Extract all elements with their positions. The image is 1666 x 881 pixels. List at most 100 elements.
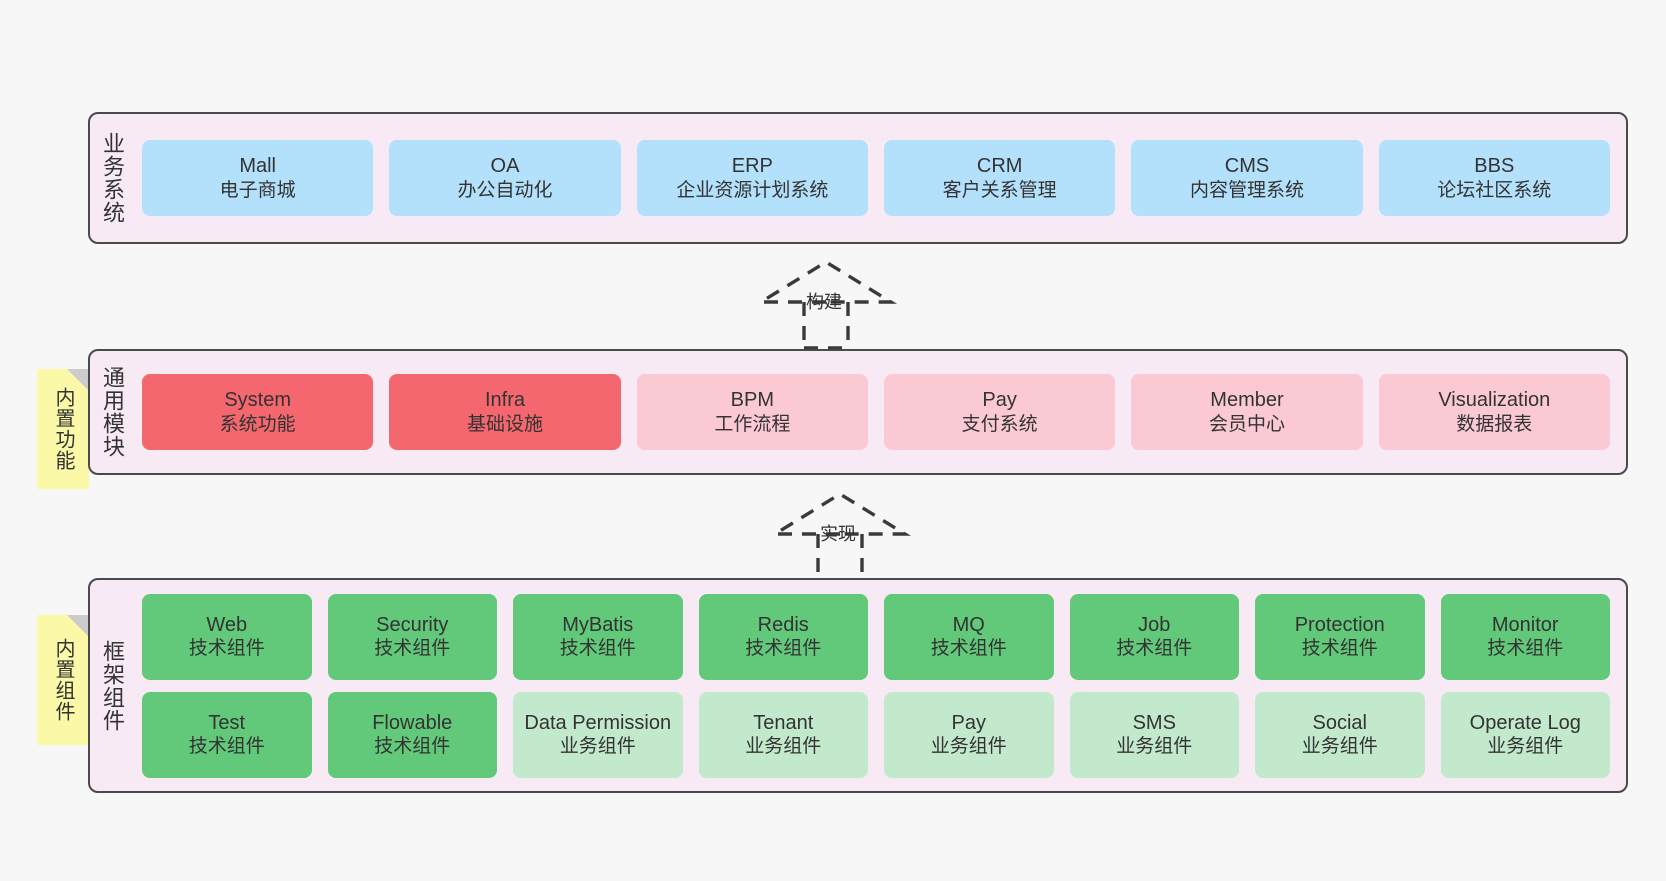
sticky-note-label: 内置功能 bbox=[52, 387, 74, 471]
layer-title-common-modules: 通用模块 bbox=[99, 366, 125, 458]
node-title: Operate Log bbox=[1469, 711, 1581, 734]
node-web[interactable]: Web 技术组件 bbox=[142, 593, 312, 680]
node-title: CMS bbox=[1224, 155, 1270, 178]
node-title: Infra bbox=[484, 389, 525, 412]
node-title: Member bbox=[1210, 389, 1284, 412]
node-title: Test bbox=[208, 711, 246, 734]
node-title: MyBatis bbox=[562, 613, 634, 636]
node-cms[interactable]: CMS 内容管理系统 bbox=[1131, 140, 1363, 216]
node-subtitle: 办公自动化 bbox=[457, 179, 553, 201]
node-title: SMS bbox=[1132, 711, 1176, 734]
node-subtitle: 业务组件 bbox=[559, 736, 636, 758]
node-operate-log[interactable]: Operate Log 业务组件 bbox=[1440, 691, 1610, 778]
node-title: OA bbox=[490, 155, 520, 178]
layer-business-systems: 业务系统 Mall 电子商城 OA 办公自动化 ERP 企业资源计划系统 CRM… bbox=[88, 112, 1628, 244]
node-visualization[interactable]: Visualization 数据报表 bbox=[1378, 374, 1610, 450]
node-title: Data Permission bbox=[524, 711, 672, 734]
node-title: Security bbox=[376, 613, 449, 636]
node-subtitle: 论坛社区系统 bbox=[1437, 179, 1552, 201]
connector-build: 构建 bbox=[754, 258, 936, 350]
node-subtitle: 内容管理系统 bbox=[1189, 179, 1304, 201]
node-title: Flowable bbox=[372, 711, 453, 734]
node-sms[interactable]: SMS 业务组件 bbox=[1069, 691, 1239, 778]
node-member[interactable]: Member 会员中心 bbox=[1131, 374, 1363, 450]
node-subtitle: 基础设施 bbox=[466, 413, 543, 435]
node-oa[interactable]: OA 办公自动化 bbox=[389, 140, 621, 216]
node-subtitle: 技术组件 bbox=[374, 736, 451, 758]
node-subtitle: 技术组件 bbox=[374, 638, 451, 660]
node-data-permission[interactable]: Data Permission 业务组件 bbox=[513, 691, 683, 778]
node-protection[interactable]: Protection 技术组件 bbox=[1255, 593, 1425, 680]
node-redis[interactable]: Redis 技术组件 bbox=[698, 593, 868, 680]
sticky-note-builtin-features: 内置功能 bbox=[37, 369, 89, 489]
node-flowable[interactable]: Flowable 技术组件 bbox=[327, 691, 497, 778]
node-test[interactable]: Test 技术组件 bbox=[142, 691, 312, 778]
node-title: Pay bbox=[951, 711, 986, 734]
node-mybatis[interactable]: MyBatis 技术组件 bbox=[513, 593, 683, 680]
node-title: Tenant bbox=[753, 711, 814, 734]
node-title: BPM bbox=[730, 389, 774, 412]
node-job[interactable]: Job 技术组件 bbox=[1069, 593, 1239, 680]
node-title: ERP bbox=[731, 155, 773, 178]
node-system[interactable]: System 系统功能 bbox=[142, 374, 374, 450]
node-subtitle: 企业资源计划系统 bbox=[676, 179, 829, 201]
node-erp[interactable]: ERP 企业资源计划系统 bbox=[636, 140, 868, 216]
node-title: System bbox=[224, 389, 291, 412]
node-subtitle: 技术组件 bbox=[188, 638, 265, 660]
connector-implement: 实现 bbox=[768, 490, 950, 582]
node-subtitle: 技术组件 bbox=[188, 736, 265, 758]
node-subtitle: 技术组件 bbox=[745, 638, 822, 660]
node-title: Social bbox=[1312, 711, 1367, 734]
node-monitor[interactable]: Monitor 技术组件 bbox=[1440, 593, 1610, 680]
node-tenant[interactable]: Tenant 业务组件 bbox=[698, 691, 868, 778]
node-title: CRM bbox=[976, 155, 1023, 178]
layer-body-framework-components: Web 技术组件 Security 技术组件 MyBatis 技术组件 Redi… bbox=[134, 580, 1626, 791]
node-bpm[interactable]: BPM 工作流程 bbox=[636, 374, 868, 450]
node-subtitle: 数据报表 bbox=[1456, 413, 1533, 435]
node-subtitle: 业务组件 bbox=[930, 736, 1007, 758]
node-mall[interactable]: Mall 电子商城 bbox=[142, 140, 374, 216]
node-bbs[interactable]: BBS 论坛社区系统 bbox=[1378, 140, 1610, 216]
node-pay-module[interactable]: Pay 支付系统 bbox=[883, 374, 1116, 450]
node-subtitle: 客户关系管理 bbox=[942, 179, 1057, 201]
node-subtitle: 技术组件 bbox=[1301, 638, 1378, 660]
layer-body-common-modules: System 系统功能 Infra 基础设施 BPM 工作流程 Pay 支付系统… bbox=[134, 351, 1626, 473]
node-row: Mall 电子商城 OA 办公自动化 ERP 企业资源计划系统 CRM 客户关系… bbox=[142, 140, 1610, 216]
node-subtitle: 支付系统 bbox=[961, 413, 1038, 435]
layer-common-modules: 通用模块 System 系统功能 Infra 基础设施 BPM 工作流程 Pay… bbox=[88, 349, 1628, 475]
node-subtitle: 技术组件 bbox=[1116, 638, 1193, 660]
layer-framework-components: 框架组件 Web 技术组件 Security 技术组件 MyBatis 技术组件… bbox=[88, 578, 1628, 793]
node-subtitle: 业务组件 bbox=[745, 736, 822, 758]
fold-corner-icon bbox=[67, 615, 89, 637]
layer-title-framework-components: 框架组件 bbox=[99, 639, 125, 732]
sticky-note-label: 内置组件 bbox=[52, 638, 74, 722]
node-subtitle: 会员中心 bbox=[1208, 413, 1285, 435]
node-security[interactable]: Security 技术组件 bbox=[327, 593, 497, 680]
connector-build-label: 构建 bbox=[806, 292, 842, 312]
node-title: Monitor bbox=[1491, 613, 1559, 636]
sticky-note-builtin-components: 内置组件 bbox=[37, 615, 89, 745]
node-subtitle: 技术组件 bbox=[1487, 638, 1564, 660]
layer-title-business-systems: 业务系统 bbox=[99, 132, 125, 224]
node-subtitle: 业务组件 bbox=[1116, 736, 1193, 758]
node-title: Pay bbox=[982, 389, 1017, 412]
node-social[interactable]: Social 业务组件 bbox=[1255, 691, 1425, 778]
node-title: Redis bbox=[757, 613, 809, 636]
fold-corner-icon bbox=[67, 369, 89, 391]
node-row: Web 技术组件 Security 技术组件 MyBatis 技术组件 Redi… bbox=[142, 593, 1610, 680]
node-crm[interactable]: CRM 客户关系管理 bbox=[883, 140, 1116, 216]
node-pay-component[interactable]: Pay 业务组件 bbox=[884, 691, 1054, 778]
node-row: System 系统功能 Infra 基础设施 BPM 工作流程 Pay 支付系统… bbox=[142, 374, 1610, 450]
node-title: Web bbox=[206, 613, 248, 636]
node-subtitle: 业务组件 bbox=[1301, 736, 1378, 758]
node-title: Job bbox=[1138, 613, 1171, 636]
node-infra[interactable]: Infra 基础设施 bbox=[389, 374, 621, 450]
node-mq[interactable]: MQ 技术组件 bbox=[884, 593, 1054, 680]
node-title: Visualization bbox=[1438, 389, 1551, 412]
node-subtitle: 电子商城 bbox=[219, 179, 296, 201]
layer-body-business-systems: Mall 电子商城 OA 办公自动化 ERP 企业资源计划系统 CRM 客户关系… bbox=[134, 114, 1626, 242]
node-subtitle: 业务组件 bbox=[1487, 736, 1564, 758]
node-subtitle: 系统功能 bbox=[219, 413, 296, 435]
node-subtitle: 技术组件 bbox=[930, 638, 1007, 660]
